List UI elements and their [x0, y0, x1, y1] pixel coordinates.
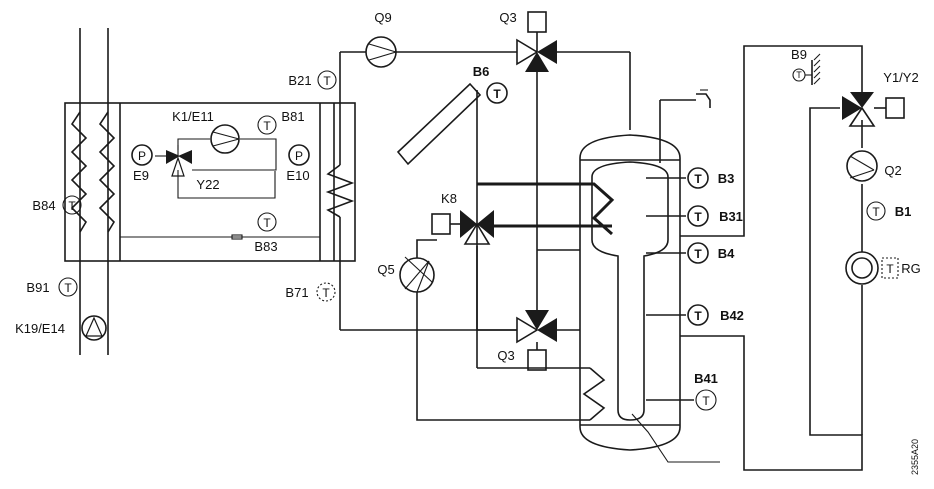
- label-y22: Y22: [196, 177, 219, 192]
- temp-sensor-b31: T: [687, 205, 709, 227]
- svg-text:T: T: [68, 199, 76, 213]
- label-q2: Q2: [884, 163, 901, 178]
- valve-y22: [166, 145, 192, 177]
- svg-text:T: T: [694, 309, 702, 323]
- temp-sensor-b84: T: [62, 195, 82, 215]
- source-pipes: [70, 28, 116, 355]
- label-b91: B91: [26, 280, 49, 295]
- svg-text:P: P: [295, 149, 303, 163]
- pressure-sensor-e10: P: [288, 144, 310, 166]
- svg-text:P: P: [138, 149, 146, 163]
- svg-text:T: T: [796, 70, 802, 80]
- compressor-k1-e11: [210, 124, 240, 154]
- label-y1-y2: Y1/Y2: [883, 70, 918, 85]
- storage-tank: [579, 100, 720, 463]
- svg-text:T: T: [872, 205, 880, 219]
- label-rg: RG: [901, 261, 921, 276]
- label-b31: B31: [719, 209, 743, 224]
- temp-sensor-b6: T: [486, 82, 508, 104]
- label-e9: E9: [133, 168, 149, 183]
- label-b41: B41: [694, 371, 718, 386]
- label-b4: B4: [718, 246, 735, 261]
- solar-collector: [396, 82, 482, 166]
- label-k8: K8: [441, 191, 457, 206]
- label-b81: B81: [281, 109, 304, 124]
- label-b6: B6: [473, 64, 490, 79]
- temp-sensor-b21: T: [317, 70, 337, 90]
- svg-text:T: T: [886, 262, 894, 276]
- heating-circuit: [680, 45, 863, 471]
- svg-text:T: T: [323, 74, 331, 88]
- label-b84: B84: [32, 198, 55, 213]
- label-b83: B83: [254, 239, 277, 254]
- pump-q2: [846, 150, 878, 182]
- svg-text:T: T: [493, 87, 501, 101]
- temp-sensor-b81: T: [257, 115, 277, 135]
- label-q9: Q9: [374, 10, 391, 25]
- supply-line-top: [340, 51, 631, 130]
- hot-water-tap: [660, 89, 711, 108]
- temp-sensor-b1: T: [866, 201, 886, 221]
- temp-sensor-b4: T: [687, 242, 709, 264]
- svg-text:T: T: [694, 247, 702, 261]
- heat-pump-box: [64, 102, 356, 262]
- label-k19-e14: K19/E14: [15, 321, 65, 336]
- svg-text:T: T: [263, 119, 271, 133]
- pump-q9: [365, 36, 397, 68]
- label-q3-top: Q3: [499, 10, 516, 25]
- temp-sensor-b91: T: [58, 277, 78, 297]
- temp-sensor-b41: T: [695, 389, 717, 411]
- label-e10: E10: [286, 168, 309, 183]
- svg-text:T: T: [322, 286, 330, 300]
- temp-sensor-b83: T: [257, 212, 277, 232]
- svg-text:T: T: [263, 216, 271, 230]
- svg-text:T: T: [702, 394, 710, 408]
- label-b3: B3: [718, 171, 735, 186]
- svg-text:T: T: [694, 172, 702, 186]
- pump-q5: [399, 256, 435, 293]
- label-b42: B42: [720, 308, 744, 323]
- valve-q3-bottom: [516, 310, 557, 371]
- pressure-sensor-e9: P: [131, 144, 153, 166]
- label-b71: B71: [285, 285, 308, 300]
- label-q5: Q5: [377, 262, 394, 277]
- condenser-coil: [325, 164, 355, 218]
- outdoor-sensor-b9: T: [792, 53, 821, 85]
- valve-y1-y2: [842, 92, 905, 127]
- label-b21: B21: [288, 73, 311, 88]
- pump-k19-e14: [81, 315, 107, 341]
- label-b9: B9: [791, 47, 807, 62]
- temp-sensor-b42: T: [687, 304, 709, 326]
- drawing-code: 2355A20: [910, 439, 920, 475]
- temp-sensor-b3: T: [687, 167, 709, 189]
- label-b1: B1: [895, 204, 912, 219]
- label-q3-bottom: Q3: [497, 348, 514, 363]
- valve-k8: [431, 210, 494, 245]
- temp-sensor-rg: T: [886, 262, 894, 276]
- svg-text:T: T: [64, 281, 72, 295]
- temp-sensor-b71: T: [316, 282, 336, 302]
- valve-q3-top: [516, 11, 557, 72]
- label-k1-e11: K1/E11: [172, 109, 214, 124]
- room-unit-rg: [845, 251, 899, 285]
- svg-text:T: T: [694, 210, 702, 224]
